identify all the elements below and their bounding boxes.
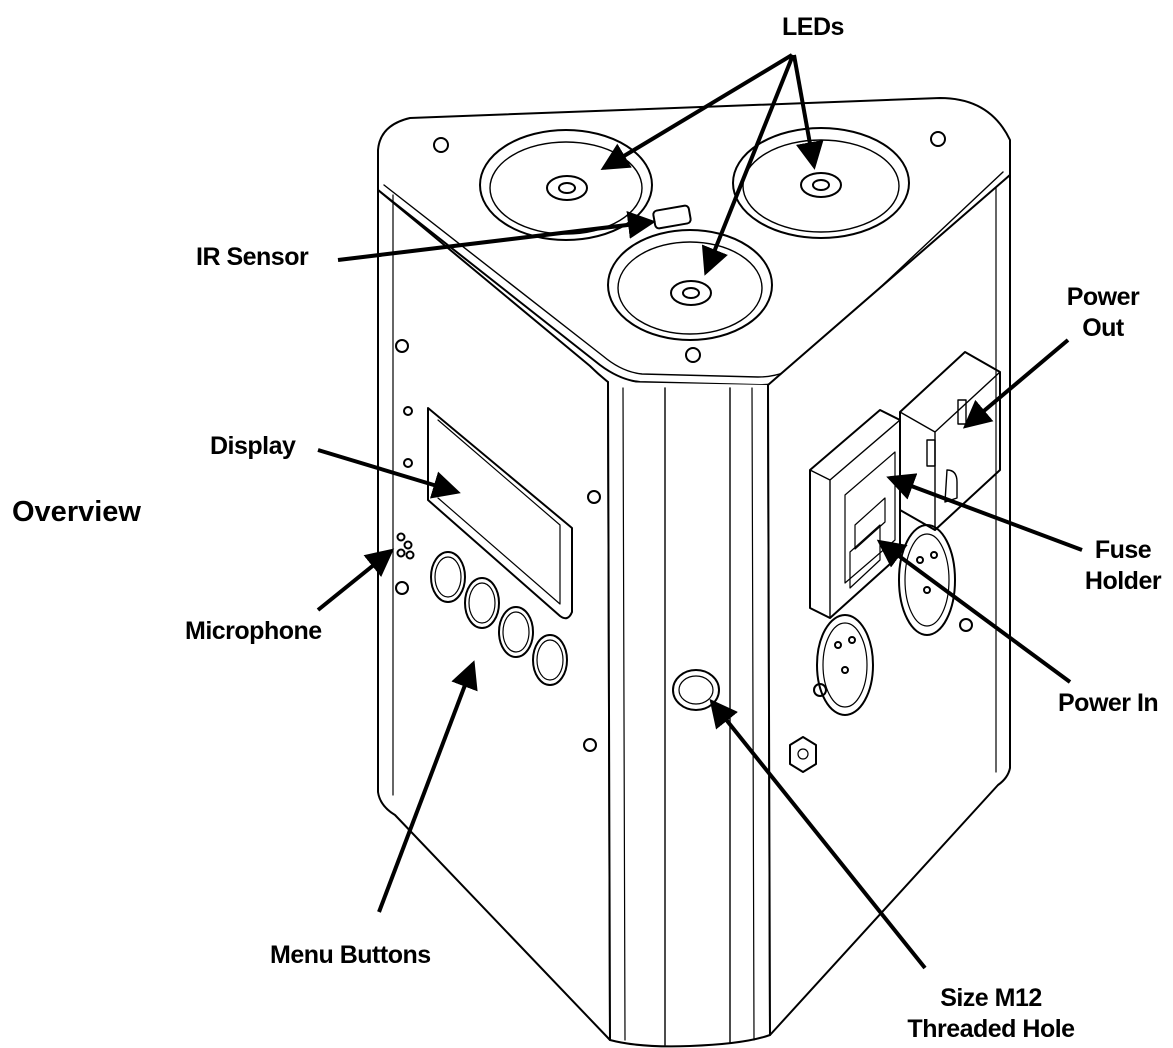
ir-sensor-arrow <box>337 210 656 262</box>
power-out-label-line1: Power <box>1066 283 1140 311</box>
leds-label: LEDs <box>782 13 844 41</box>
front-column <box>607 381 771 1048</box>
ir-sensor-label: IR Sensor <box>196 243 309 271</box>
threaded-hole-label-line1: Size M12 <box>940 984 1042 1012</box>
menu-buttons-arrow <box>377 660 478 913</box>
leds-arrow-left <box>600 53 794 171</box>
fuse-holder-label: Fuse Holder <box>1076 535 1170 598</box>
left-face <box>377 189 611 1041</box>
fuse-holder-label-line1: Fuse <box>1094 536 1152 564</box>
display-arrow <box>317 448 461 499</box>
right-face <box>767 174 1011 1036</box>
threaded-hole-label-line2: Threaded Hole <box>907 1015 1075 1044</box>
threaded-hole-arrow <box>709 698 927 970</box>
power-out-label-line2: Out <box>1082 314 1124 343</box>
fuse-holder-arrow <box>886 473 1083 552</box>
overview-heading: Overview <box>12 496 141 528</box>
power-out-arrow <box>962 338 1070 429</box>
microphone-arrow <box>316 548 395 612</box>
leds-arrow-right <box>792 54 824 170</box>
display-label: Display <box>210 432 296 460</box>
power-out-label: Power Out <box>1066 282 1140 345</box>
microphone-label: Microphone <box>185 617 322 645</box>
leds-arrow-bottom <box>701 54 795 276</box>
power-in-label: Power In <box>1058 689 1159 717</box>
fuse-holder-label-line2: Holder <box>1084 567 1162 596</box>
power-in-arrow <box>876 539 1072 684</box>
menu-buttons-label: Menu Buttons <box>270 941 431 969</box>
threaded-hole-label: Size M12 Threaded Hole <box>896 983 1086 1046</box>
display <box>427 407 573 620</box>
